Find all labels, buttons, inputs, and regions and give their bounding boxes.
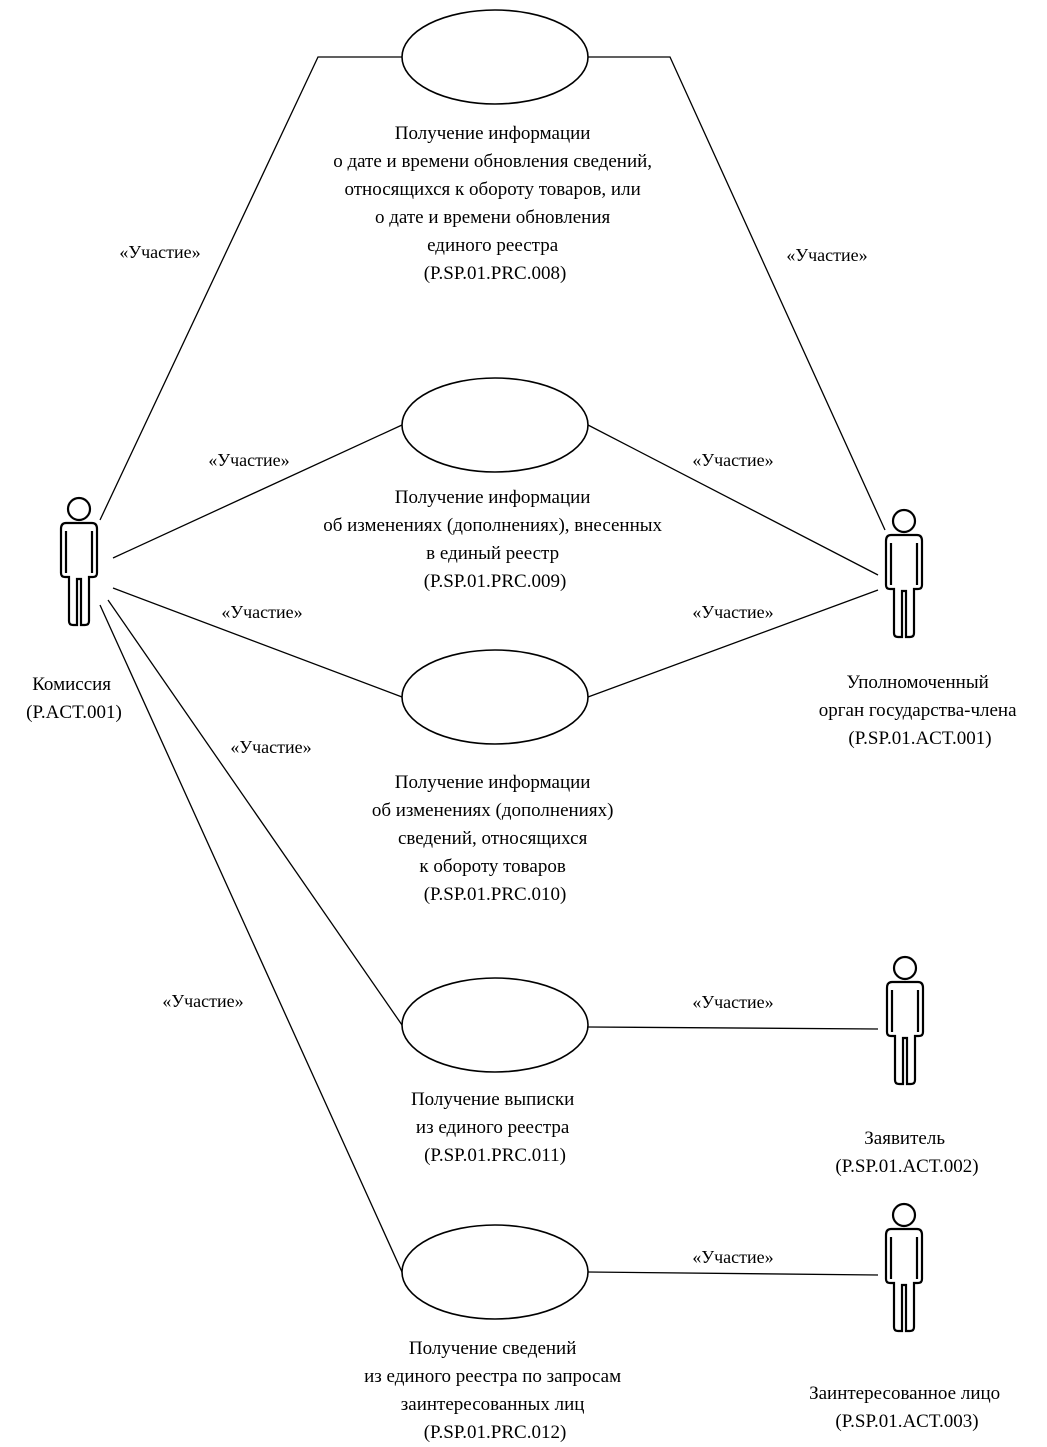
actor-interested-person[interactable] (884, 1202, 924, 1333)
association-line-authorized-prc008 (588, 56, 886, 531)
association-label-commission-prc012: «Участие» (162, 991, 243, 1011)
use-case-ellipse-prc010[interactable] (401, 649, 589, 745)
association-label-commission-prc011: «Участие» (230, 737, 311, 757)
association-line-authorized-prc010 (587, 589, 879, 698)
actor-applicant[interactable] (885, 955, 925, 1086)
association-label-commission-prc008: «Участие» (119, 242, 200, 262)
association-line-interested-prc012 (587, 1271, 879, 1276)
use-case-label-prc009: Получение информации об изменениях (допо… (323, 487, 667, 592)
association-line-commission-prc010 (112, 587, 403, 698)
use-case-label-prc008: Получение информации о дате и времени об… (333, 123, 657, 284)
association-label-commission-prc009: «Участие» (208, 450, 289, 470)
actor-label-applicant: Заявитель (P.SP.01.ACT.002) (835, 1128, 978, 1177)
use-case-ellipse-prc012[interactable] (401, 1224, 589, 1320)
use-case-ellipse-prc009[interactable] (401, 377, 589, 473)
actor-authorized-body[interactable] (884, 508, 924, 639)
association-line-commission-prc011 (107, 599, 403, 1026)
actor-label-commission: Комиссия (P.ACT.001) (26, 674, 122, 723)
association-label-applicant-prc011: «Участие» (692, 992, 773, 1012)
use-case-ellipse-prc011[interactable] (401, 977, 589, 1073)
use-case-label-prc010: Получение информации об изменениях (допо… (372, 772, 618, 905)
actor-labels: Комиссия (P.ACT.001) Уполномоченный орга… (26, 672, 1022, 1432)
use-case-ellipse-prc008[interactable] (401, 9, 589, 105)
use-case-labels: Получение информации о дате и времени об… (323, 123, 667, 1443)
association-line-commission-prc009 (112, 424, 403, 559)
association-line-commission-prc008 (99, 56, 402, 521)
association-label-authorized-prc009: «Участие» (692, 450, 773, 470)
association-label-authorized-prc008: «Участие» (786, 245, 867, 265)
use-case-ellipses (401, 9, 589, 1320)
use-case-label-prc011: Получение выписки из единого реестра (P.… (411, 1089, 579, 1166)
use-case-label-prc012: Получение сведений из единого реестра по… (364, 1338, 626, 1443)
association-line-commission-prc012 (99, 604, 403, 1273)
association-label-commission-prc010: «Участие» (221, 602, 302, 622)
actor-label-authorized-body: Уполномоченный орган государства-члена (… (819, 672, 1022, 749)
association-label-authorized-prc010: «Участие» (692, 602, 773, 622)
association-line-applicant-prc011 (587, 1026, 879, 1030)
association-label-interested-prc012: «Участие» (692, 1247, 773, 1267)
association-labels: «Участие» «Участие» «Участие» «Участие» … (119, 242, 867, 1267)
association-line-authorized-prc009 (587, 424, 879, 576)
association-lines (99, 56, 886, 1276)
actor-commission[interactable] (59, 496, 99, 627)
actor-label-interested-person: Заинтересованное лицо (P.SP.01.ACT.003) (809, 1383, 1005, 1432)
